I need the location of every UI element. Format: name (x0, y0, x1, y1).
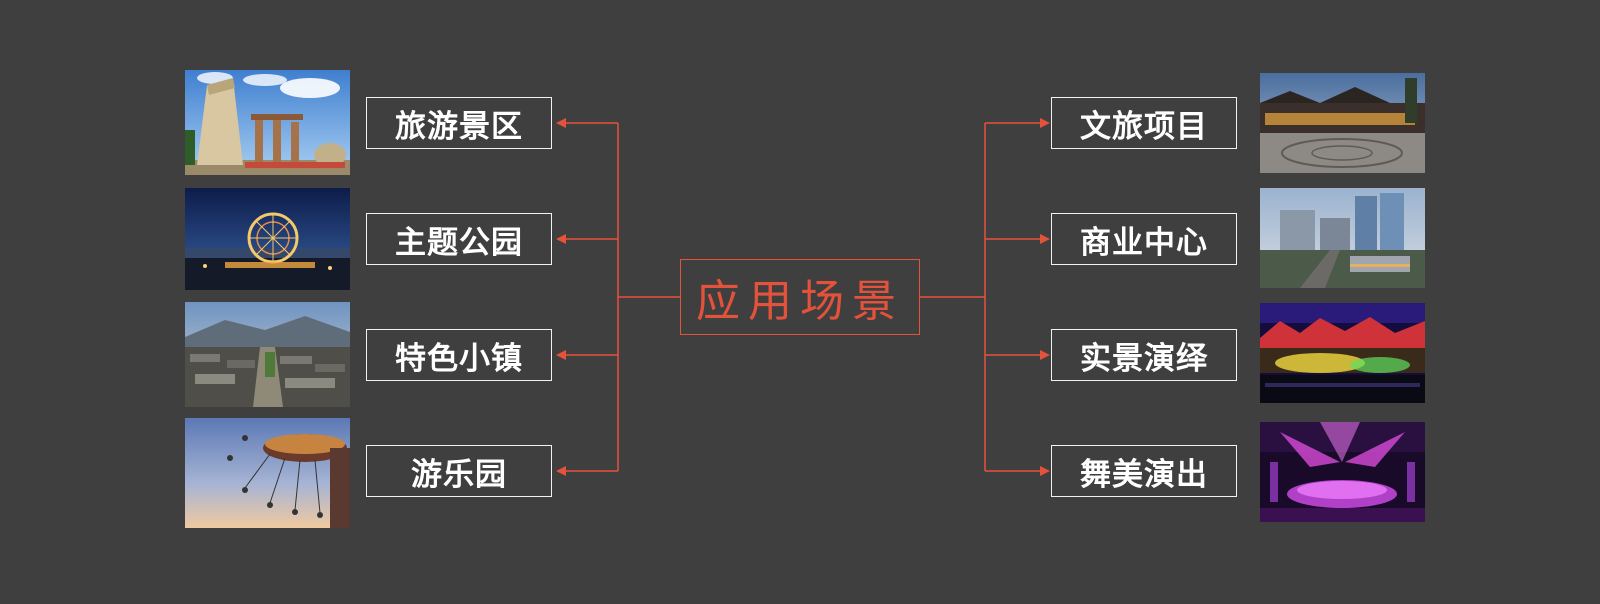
left-item-1-label: 旅游景区 (395, 108, 523, 145)
right-item-4: 舞美演出 (1051, 445, 1237, 497)
left-item-2: 主题公园 (366, 213, 552, 265)
thumbnail-swing-ride (185, 418, 350, 528)
right-item-1-label: 文旅项目 (1080, 108, 1208, 145)
thumbnail-commercial-towers (1260, 188, 1425, 288)
thumbnail-ferris-wheel (185, 188, 350, 290)
right-item-1: 文旅项目 (1051, 97, 1237, 149)
center-node: 应用场景 (680, 259, 920, 335)
left-item-2-label: 主题公园 (395, 224, 523, 261)
left-item-4: 游乐园 (366, 445, 552, 497)
thumbnail-purple-stage (1260, 422, 1425, 522)
left-item-3: 特色小镇 (366, 329, 552, 381)
right-item-2: 商业中心 (1051, 213, 1237, 265)
thumbnail-plaza-buildings (1260, 73, 1425, 173)
right-item-4-label: 舞美演出 (1080, 456, 1208, 493)
left-item-1: 旅游景区 (366, 97, 552, 149)
right-item-2-label: 商业中心 (1080, 224, 1208, 261)
center-node-label: 应用场景 (696, 276, 904, 327)
thumbnail-old-town (185, 302, 350, 407)
left-item-4-label: 游乐园 (411, 456, 507, 493)
thumbnail-outdoor-show (1260, 303, 1425, 403)
left-item-3-label: 特色小镇 (395, 340, 523, 377)
right-item-3-label: 实景演绎 (1080, 340, 1208, 377)
thumbnail-tourist-site (185, 70, 350, 175)
right-item-3: 实景演绎 (1051, 329, 1237, 381)
